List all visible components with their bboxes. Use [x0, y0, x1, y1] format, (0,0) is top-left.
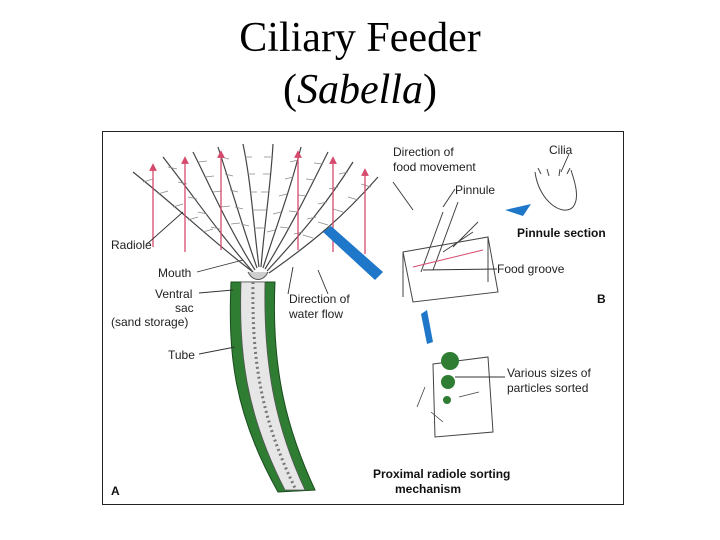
radiole-pinnules [142, 156, 372, 239]
label-particles-1: Various sizes of [507, 366, 591, 380]
pinnule-section-drawing [534, 167, 577, 211]
label-mouth: Mouth [158, 266, 191, 280]
radiole-crown [132, 143, 379, 274]
label-food-movement-2: food movement [393, 160, 476, 174]
label-water-flow-1: Direction of [289, 292, 350, 306]
label-pinnule: Pinnule [455, 183, 495, 197]
label-sorting-2: mechanism [395, 482, 461, 496]
slide-subtitle: (Sabella) [0, 66, 720, 114]
label-cilia: Cilia [549, 143, 573, 157]
label-pinnule-section: Pinnule section [517, 226, 606, 240]
label-ventral-sac-3: (sand storage) [111, 315, 188, 329]
label-ventral-sac-1: Ventral [155, 287, 192, 301]
slide-title: Ciliary Feeder [239, 15, 481, 61]
species-name: Sabella [297, 67, 423, 113]
pinnule-detail [402, 201, 499, 303]
label-particles-2: particles sorted [507, 381, 588, 395]
diagram-svg: Radiole Mouth Ventral sac (sand storage)… [111, 143, 606, 498]
label-ventral-sac-2: sac [175, 301, 194, 315]
sabella-diagram: Radiole Mouth Ventral sac (sand storage)… [102, 131, 624, 505]
label-tube: Tube [168, 348, 195, 362]
leader-lines [146, 153, 570, 378]
label-sorting-1: Proximal radiole sorting [373, 467, 510, 481]
paren-open: ( [283, 67, 297, 113]
label-panel-a: A [111, 484, 120, 498]
label-water-flow-2: water flow [288, 307, 343, 321]
label-food-movement-1: Direction of [393, 145, 454, 159]
label-panel-b: B [597, 292, 606, 306]
blue-arrows [323, 204, 531, 344]
label-radiole: Radiole [111, 238, 152, 252]
label-food-groove: Food groove [497, 262, 565, 276]
sorting-mechanism [416, 352, 494, 438]
worm-tube [229, 271, 316, 493]
paren-close: ) [422, 67, 437, 113]
